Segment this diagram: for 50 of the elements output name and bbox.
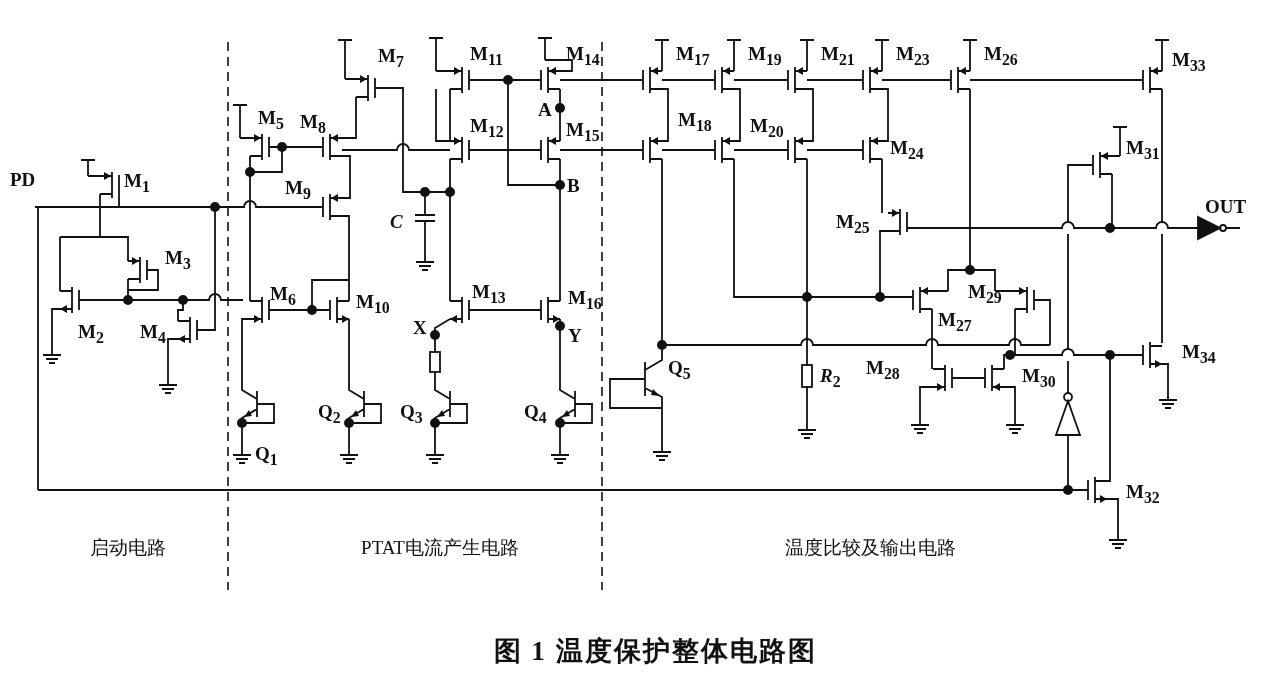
- component-label: M$_{19}$: [748, 44, 782, 68]
- node-label: Y: [568, 326, 582, 345]
- component-label: M$_{1}$: [124, 171, 150, 195]
- component-label: M$_{24}$: [890, 138, 924, 162]
- node-label: PD: [10, 170, 36, 189]
- component-label: Q$_{2}$: [318, 402, 341, 426]
- component-label: M$_{6}$: [270, 284, 296, 308]
- component-label: M$_{34}$: [1182, 342, 1216, 366]
- section-title: PTAT电流产生电路: [361, 538, 519, 557]
- component-label: M$_{16}$: [568, 288, 602, 312]
- component-label: Q$_{5}$: [668, 358, 691, 382]
- component-label: Q$_{3}$: [400, 402, 423, 426]
- component-label: M$_{5}$: [258, 108, 284, 132]
- component-label: R$_{2}$: [820, 366, 841, 390]
- component-label: M$_{31}$: [1126, 138, 1160, 162]
- section-title: 启动电路: [90, 538, 166, 557]
- caption: 图 1 温度保护整体电路图: [493, 638, 817, 665]
- component-label: M$_{33}$: [1172, 50, 1206, 74]
- node-label: A: [538, 100, 552, 119]
- component-label: M$_{29}$: [968, 282, 1002, 306]
- component-label: M$_{23}$: [896, 44, 930, 68]
- component-label: M$_{20}$: [750, 116, 784, 140]
- component-label: M$_{18}$: [678, 110, 712, 134]
- component-label: C: [390, 212, 403, 231]
- component-label: M$_{30}$: [1022, 366, 1056, 390]
- component-label: M$_{15}$: [566, 120, 600, 144]
- component-label: M$_{32}$: [1126, 482, 1160, 506]
- component-label: M$_{21}$: [821, 44, 855, 68]
- component-label: Q$_{4}$: [524, 402, 547, 426]
- component-label: M$_{10}$: [356, 292, 390, 316]
- node-label: X: [413, 318, 427, 337]
- component-label: M$_{13}$: [472, 282, 506, 306]
- component-label: M$_{17}$: [676, 44, 710, 68]
- component-label: M$_{8}$: [300, 112, 326, 136]
- component-label: M$_{14}$: [566, 44, 600, 68]
- component-label: M$_{2}$: [78, 322, 104, 346]
- node-label: B: [567, 176, 580, 195]
- component-label: M$_{3}$: [165, 248, 191, 272]
- node-label: OUT: [1205, 197, 1247, 216]
- component-label: M$_{25}$: [836, 212, 870, 236]
- component-label: M$_{12}$: [470, 116, 504, 140]
- component-label: M$_{4}$: [140, 322, 166, 346]
- component-label: M$_{26}$: [984, 44, 1018, 68]
- component-label: M$_{28}$: [866, 358, 900, 382]
- component-label: M$_{27}$: [938, 310, 972, 334]
- component-label: M$_{7}$: [378, 46, 404, 70]
- section-title: 温度比较及输出电路: [784, 538, 956, 557]
- component-label: Q$_{1}$: [255, 444, 278, 468]
- component-label: M$_{9}$: [285, 178, 311, 202]
- component-label: M$_{11}$: [470, 44, 503, 68]
